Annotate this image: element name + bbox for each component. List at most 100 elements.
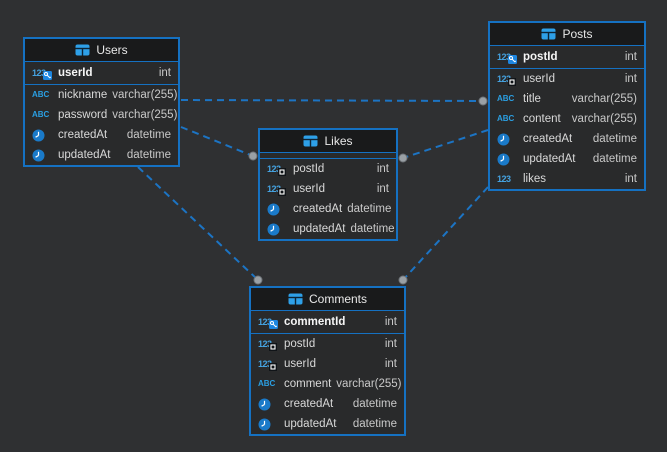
- datetime-icon: [267, 203, 288, 216]
- column-type: varchar(255): [112, 89, 178, 101]
- clock-icon: [258, 398, 271, 411]
- column-type: datetime: [352, 418, 397, 430]
- key-badge-icon: [508, 54, 517, 64]
- table-header[interactable]: Users: [25, 39, 178, 62]
- datetime-icon: [32, 129, 53, 142]
- relationship-line-users-posts: [180, 99, 484, 102]
- fk-badge-icon: [269, 362, 277, 371]
- column-type: datetime: [592, 133, 637, 145]
- number-type-icon: 123: [497, 73, 511, 84]
- column-type: datetime: [126, 149, 171, 161]
- fk-badge-icon: [508, 77, 516, 86]
- datetime-icon: [258, 418, 279, 431]
- column-name: comment: [284, 378, 332, 390]
- text-type-icon: ABC: [32, 91, 53, 99]
- column-name: createdAt: [293, 203, 343, 215]
- fk-badge-icon: [269, 342, 277, 351]
- column-name: userId: [284, 358, 316, 370]
- number-type-icon: 123: [267, 163, 281, 174]
- column-name: updatedAt: [293, 223, 346, 235]
- relationship-line-posts-comments: [402, 186, 489, 281]
- number-type-icon: 123: [497, 174, 518, 184]
- column-name: createdAt: [58, 129, 108, 141]
- number-type-icon: 123: [258, 358, 272, 369]
- text-type-icon: ABC: [32, 111, 53, 119]
- table-icon: [541, 28, 556, 40]
- datetime-icon: [267, 223, 288, 236]
- column-type: int: [384, 358, 397, 370]
- column-type: int: [624, 173, 637, 185]
- column-type: datetime: [592, 153, 637, 165]
- column-type: int: [384, 316, 397, 328]
- column-row-comment[interactable]: ABC comment varchar(255): [251, 374, 404, 394]
- table-header[interactable]: Comments: [251, 288, 404, 311]
- table-title[interactable]: Comments: [308, 292, 367, 306]
- column-name: postId: [523, 51, 558, 63]
- datetime-icon: [32, 149, 53, 162]
- relationship-endpoint-dot: [253, 275, 263, 285]
- table-title[interactable]: Likes: [324, 134, 353, 148]
- column-row-updatedAt[interactable]: updatedAt datetime: [25, 145, 178, 165]
- clock-icon: [32, 129, 45, 142]
- column-name: createdAt: [284, 398, 334, 410]
- table-header[interactable]: Posts: [490, 23, 644, 46]
- column-name: password: [58, 109, 108, 121]
- text-type-icon: ABC: [32, 90, 50, 99]
- column-row-postId[interactable]: 123 postId int: [251, 334, 404, 354]
- column-row-userId[interactable]: 123 userId int: [251, 354, 404, 374]
- clock-icon: [32, 149, 45, 162]
- foreign-key-icon: 123: [267, 163, 288, 176]
- text-type-icon: ABC: [497, 94, 515, 103]
- table-title[interactable]: Posts: [562, 27, 593, 41]
- fk-badge-icon: [278, 167, 286, 176]
- foreign-key-icon: 123: [267, 184, 288, 196]
- clock-icon: [258, 418, 271, 431]
- column-name: updatedAt: [284, 418, 337, 430]
- column-name: commentId: [284, 316, 346, 328]
- primary-key-icon: 123: [32, 68, 53, 80]
- table-title[interactable]: Users: [96, 43, 128, 57]
- column-row-likes[interactable]: 123 likes int: [490, 169, 644, 189]
- column-type: varchar(255): [571, 93, 637, 105]
- column-name: likes: [523, 173, 547, 185]
- column-name: postId: [293, 163, 325, 175]
- table-header[interactable]: Likes: [260, 130, 396, 153]
- text-type-icon: ABC: [258, 380, 279, 388]
- column-type: int: [384, 338, 397, 350]
- column-name: postId: [284, 338, 316, 350]
- relationship-endpoint-dot: [248, 151, 258, 161]
- number-type-icon: 123: [258, 338, 272, 349]
- column-name: updatedAt: [58, 149, 111, 161]
- relationship-line-users-likes: [180, 126, 254, 157]
- column-row-updatedAt[interactable]: updatedAt datetime: [251, 414, 404, 434]
- column-type: varchar(255): [336, 378, 402, 390]
- key-badge-icon: [43, 70, 52, 80]
- datetime-icon: [497, 153, 518, 166]
